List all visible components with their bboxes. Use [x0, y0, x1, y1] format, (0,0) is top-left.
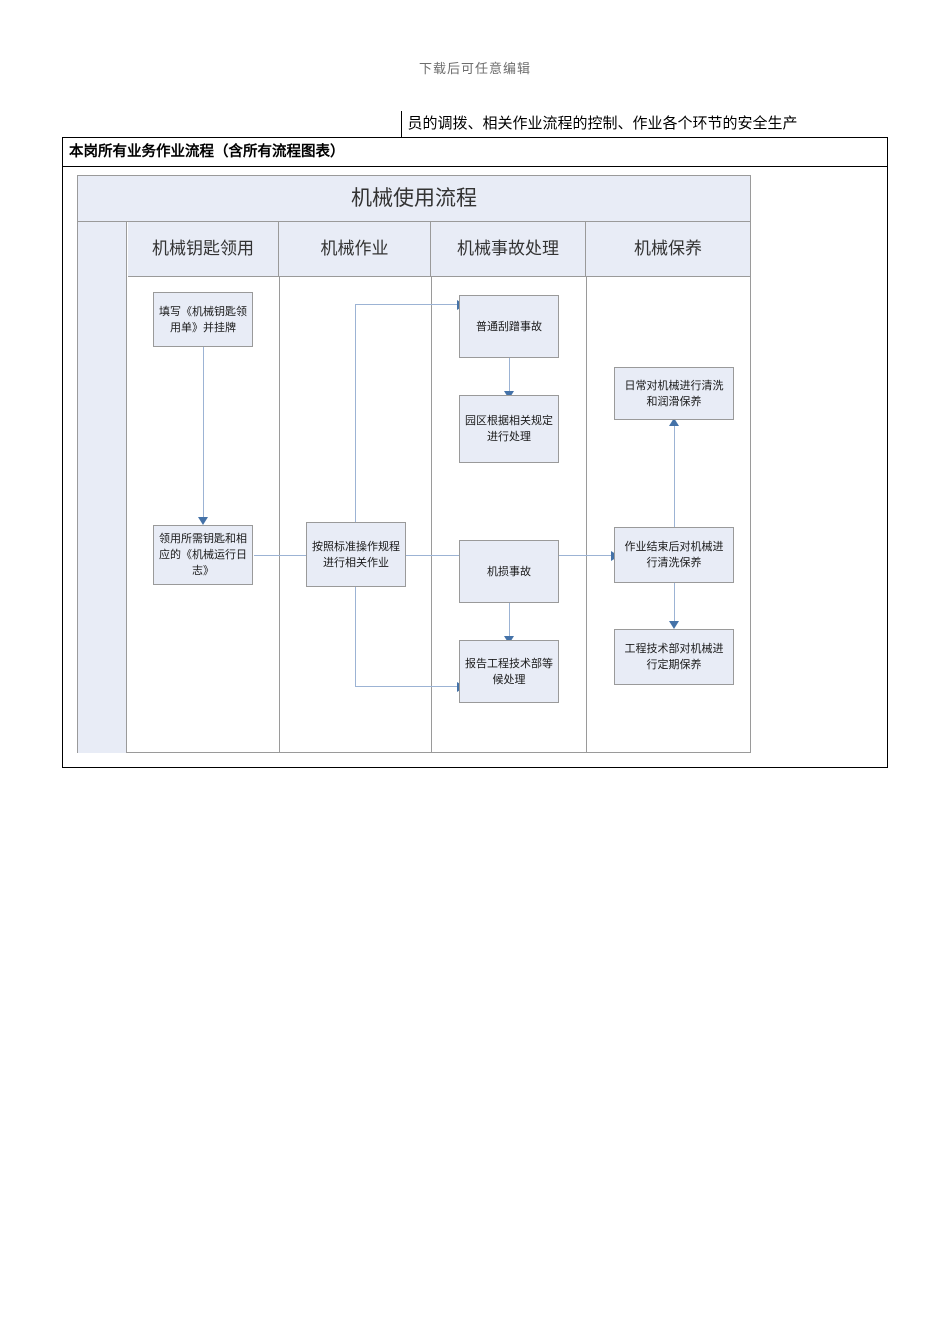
connector-n9-n8 [674, 420, 675, 527]
flowchart-cell: 机械使用流程 机械钥匙领用 机械作业 机械事故处理 机械保养 [62, 166, 888, 768]
connector-n2-n3 [254, 555, 316, 556]
process-node-fill-key-form[interactable]: 填写《机械钥匙领用单》并挂牌 [153, 292, 253, 347]
process-node-park-handling[interactable]: 园区根据相关规定进行处理 [459, 395, 559, 463]
arrowhead-n1-n2 [198, 517, 208, 525]
diagram-title: 机械使用流程 [78, 176, 750, 222]
connector-n4-n5 [509, 358, 510, 395]
section-title-cell: 本岗所有业务作业流程（含所有流程图表） [62, 137, 888, 167]
arrowhead-n9-n10 [669, 621, 679, 629]
process-node-report-engineering[interactable]: 报告工程技术部等候处理 [459, 640, 559, 703]
lane-gutter [78, 222, 127, 753]
table-row-flowchart: 机械使用流程 机械钥匙领用 机械作业 机械事故处理 机械保养 [62, 166, 888, 768]
document-table: 员的调拨、相关作业流程的控制、作业各个环节的安全生产 本岗所有业务作业流程（含所… [62, 111, 888, 768]
process-node-daily-clean-lubricate[interactable]: 日常对机械进行清洗和润滑保养 [614, 367, 734, 420]
top-row-text-cell: 员的调拨、相关作业流程的控制、作业各个环节的安全生产 [400, 111, 888, 138]
connector-n3-n6 [355, 686, 459, 687]
swimlane-diagram: 机械使用流程 机械钥匙领用 机械作业 机械事故处理 机械保养 [77, 175, 751, 753]
process-node-standard-operation[interactable]: 按照标准操作规程进行相关作业 [306, 522, 406, 587]
process-node-machine-damage[interactable]: 机损事故 [459, 540, 559, 603]
connector-n3-n4 [355, 304, 459, 305]
lane-header-key-checkout: 机械钥匙领用 [128, 222, 279, 276]
connector-n9-n10 [674, 583, 675, 625]
table-row-top: 员的调拨、相关作业流程的控制、作业各个环节的安全生产 [62, 111, 888, 138]
lane-divider-3 [586, 277, 587, 753]
lane-body: 填写《机械钥匙领用单》并挂牌 领用所需钥匙和相应的《机械运行日志》 按照标准操作… [128, 277, 750, 753]
process-node-minor-scratch[interactable]: 普通刮蹭事故 [459, 295, 559, 358]
process-node-collect-key[interactable]: 领用所需钥匙和相应的《机械运行日志》 [153, 525, 253, 585]
connector-n1-n2 [203, 346, 204, 521]
arrowhead-n9-n8 [669, 418, 679, 426]
top-row-empty-cell [62, 111, 402, 138]
table-row-section-title: 本岗所有业务作业流程（含所有流程图表） [62, 137, 888, 167]
lane-header-maintenance: 机械保养 [634, 239, 702, 258]
lane-divider-1 [279, 277, 280, 753]
process-node-post-work-clean[interactable]: 作业结束后对机械进行清洗保养 [614, 527, 734, 583]
lane-header-accident: 机械事故处理 [431, 222, 586, 276]
connector-n3-branch-down [355, 567, 356, 687]
connector-n3-branch-up [355, 304, 356, 544]
page-header-note: 下载后可任意编辑 [418, 61, 531, 76]
lane-header-row: 机械钥匙领用 机械作业 机械事故处理 机械保养 [128, 222, 750, 277]
lane-header-operation: 机械作业 [279, 222, 431, 276]
connector-n6-n7 [509, 603, 510, 640]
process-node-periodic-maintenance[interactable]: 工程技术部对机械进行定期保养 [614, 629, 734, 685]
lane-divider-2 [431, 277, 432, 753]
